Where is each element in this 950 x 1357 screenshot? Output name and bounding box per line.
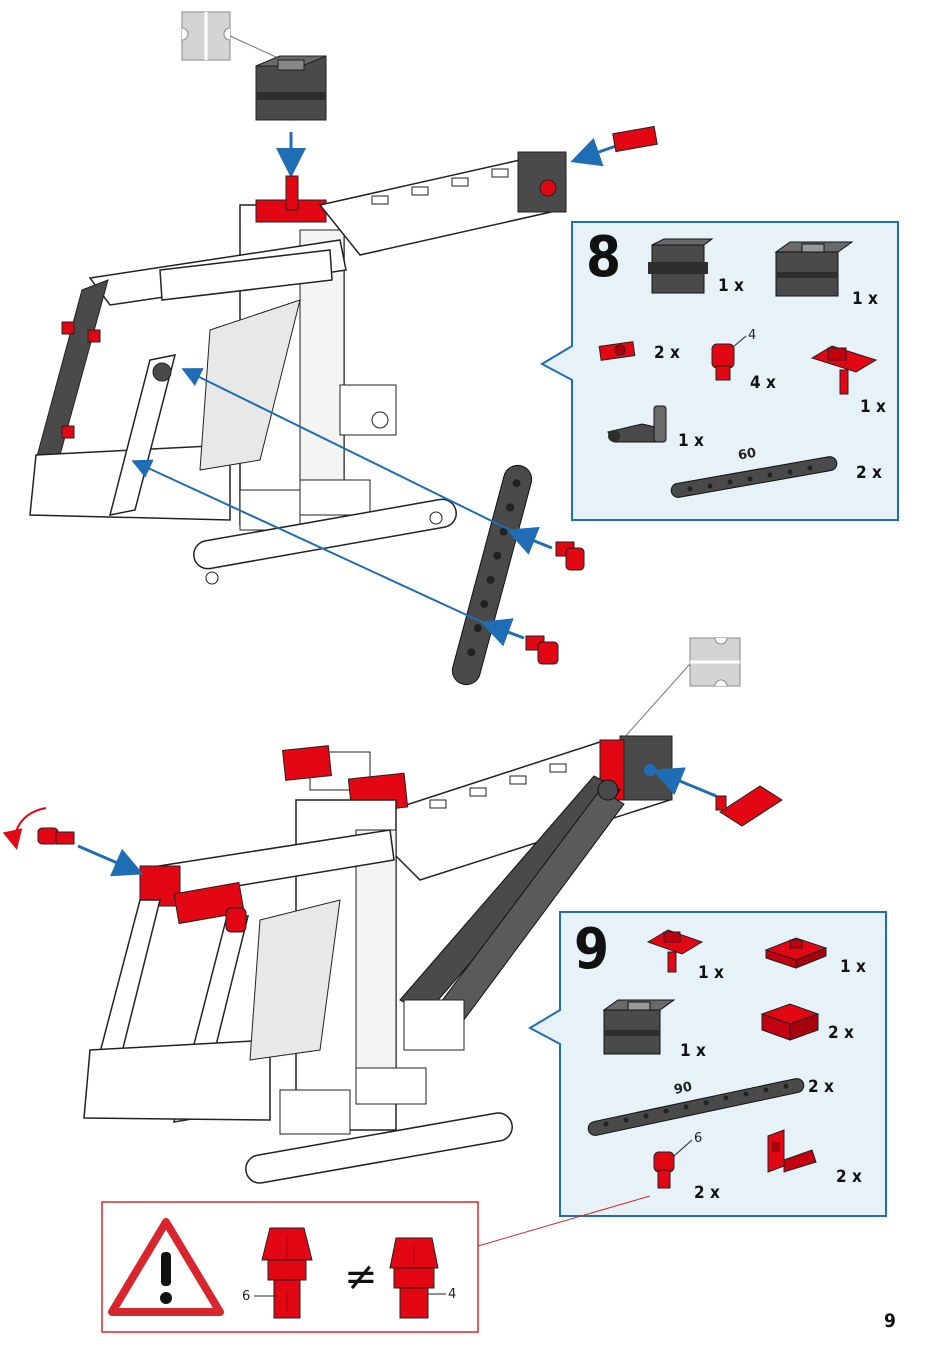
connector-detail-icon: [181, 11, 301, 69]
step-9-illustration: [2, 637, 783, 1184]
step-number: 8: [586, 225, 621, 290]
not-equal-symbol: ≠: [344, 1254, 378, 1300]
red-connector-icon: [555, 541, 585, 571]
strut-60-icon: 60: [670, 446, 838, 498]
red-building-plate-icon: [764, 937, 828, 969]
red-angle-support-icon: [810, 345, 878, 395]
part-count: 1 x: [860, 397, 886, 417]
dark-building-block-with-bore-icon: [774, 241, 854, 297]
red-connector-icon: [37, 827, 75, 845]
strut-length-label: 60: [737, 446, 757, 464]
red-angle-support-icon: [715, 785, 783, 827]
dark-building-block-icon: [255, 55, 327, 121]
part-count: 1 x: [680, 1041, 706, 1061]
connector-detail-icon: [621, 637, 741, 741]
red-connector-icon: [525, 635, 559, 665]
dark-strut-icon: [451, 464, 533, 686]
part-count: 1 x: [840, 957, 866, 977]
red-clip-adapter-icon: [598, 341, 636, 361]
part-size-label: 4: [748, 328, 756, 343]
red-connector-4-icon: [711, 343, 735, 381]
strut-length-label: 90: [673, 1079, 694, 1097]
part-count: 1 x: [718, 276, 744, 296]
red-connector-4-icon: [389, 1237, 439, 1319]
red-double-clip-block-icon: [760, 1003, 820, 1041]
red-angle-support-icon: [646, 929, 704, 973]
part-count: 2 x: [694, 1183, 720, 1203]
grey-hinge-axle-icon: [607, 405, 667, 443]
part-count: 2 x: [828, 1023, 854, 1043]
warning-triangle-icon: [108, 1218, 224, 1316]
connector-size-label: 6: [242, 1289, 250, 1304]
red-angle-block-icon: [767, 1129, 817, 1173]
part-count: 1 x: [698, 963, 724, 983]
dark-building-block-with-bore-icon: [602, 999, 676, 1055]
strut-90-icon: 90: [587, 1078, 805, 1136]
red-connector-6-icon: [261, 1227, 313, 1319]
part-count: 2 x: [654, 343, 680, 363]
step-8-parts-panel: 8 1 x 1 x 2 x 4 4 x: [539, 221, 899, 521]
dark-building-block-30-icon: [648, 238, 714, 294]
part-count: 4 x: [750, 373, 776, 393]
red-connector-6-icon: [653, 1151, 675, 1189]
connector-size-label: 4: [448, 1287, 456, 1302]
part-count: 1 x: [678, 431, 704, 451]
part-count: 2 x: [836, 1167, 862, 1187]
warning-box: 6 ≠ 4: [101, 1201, 479, 1333]
step-9-parts-panel: 9 1 x 1 x 1 x 2 x: [527, 911, 887, 1217]
part-count: 2 x: [856, 463, 882, 483]
part-size-label: 6: [694, 1131, 702, 1146]
part-count: 1 x: [852, 289, 878, 309]
part-count: 2 x: [808, 1077, 834, 1097]
page-number: 9: [884, 1310, 896, 1332]
step-number: 9: [574, 917, 609, 982]
step-8-illustration: [29, 11, 658, 686]
